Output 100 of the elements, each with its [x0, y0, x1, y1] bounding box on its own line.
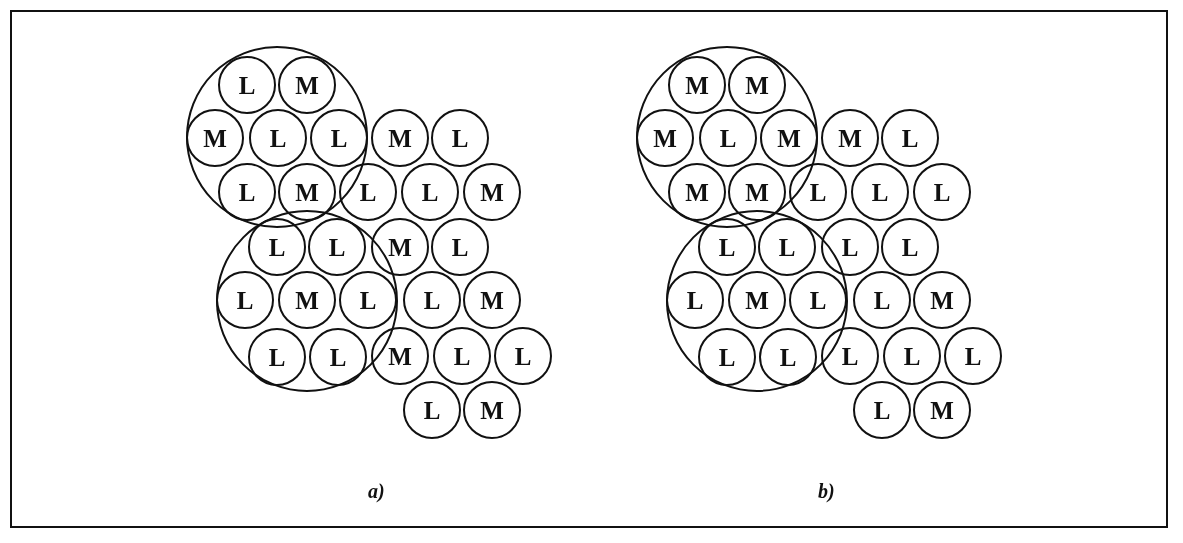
letter: L — [901, 125, 919, 151]
letter: M — [480, 179, 504, 205]
letter: L — [809, 287, 827, 313]
circle — [278, 271, 336, 329]
circle — [463, 271, 521, 329]
circle — [278, 163, 336, 221]
letter: L — [903, 343, 921, 369]
circle — [759, 328, 817, 386]
circle — [186, 109, 244, 167]
circle — [853, 381, 911, 439]
circle — [431, 218, 489, 276]
letter: L — [330, 125, 348, 151]
circle — [218, 56, 276, 114]
letter: L — [871, 179, 889, 205]
letter: M — [388, 125, 412, 151]
letter: L — [933, 179, 951, 205]
circle — [789, 271, 847, 329]
letter: L — [328, 234, 346, 260]
circle — [913, 271, 971, 329]
circle — [913, 163, 971, 221]
letter: L — [238, 179, 256, 205]
letter: L — [236, 287, 254, 313]
circle — [248, 328, 306, 386]
letter: L — [841, 234, 859, 260]
letter: L — [873, 397, 891, 423]
circle — [463, 381, 521, 439]
letter: M — [388, 234, 412, 260]
letter: M — [745, 287, 769, 313]
letter: M — [685, 72, 709, 98]
circle — [339, 163, 397, 221]
circle — [758, 218, 816, 276]
letter: L — [453, 343, 471, 369]
circle — [699, 109, 757, 167]
letter: M — [685, 179, 709, 205]
circle — [698, 328, 756, 386]
circle — [821, 218, 879, 276]
circle — [371, 327, 429, 385]
circle — [760, 109, 818, 167]
circle — [821, 327, 879, 385]
circle — [851, 163, 909, 221]
circle — [853, 271, 911, 329]
circle — [728, 163, 786, 221]
circle — [789, 163, 847, 221]
circle — [433, 327, 491, 385]
circle — [944, 327, 1002, 385]
letter: L — [719, 125, 737, 151]
letter: M — [295, 179, 319, 205]
letter: M — [480, 397, 504, 423]
letter: L — [841, 343, 859, 369]
letter: L — [809, 179, 827, 205]
circle — [371, 109, 429, 167]
letter: M — [653, 125, 677, 151]
circle — [463, 163, 521, 221]
circle — [216, 271, 274, 329]
circle — [371, 218, 429, 276]
letter: M — [295, 287, 319, 313]
circle — [636, 109, 694, 167]
letter: L — [718, 234, 736, 260]
circle — [218, 163, 276, 221]
letter: L — [779, 344, 797, 370]
circle — [668, 163, 726, 221]
letter: M — [838, 125, 862, 151]
letter: L — [451, 125, 469, 151]
letter: L — [451, 234, 469, 260]
letter: L — [964, 343, 982, 369]
letter: L — [359, 287, 377, 313]
circle — [728, 56, 786, 114]
letter: L — [421, 179, 439, 205]
circle — [248, 218, 306, 276]
letter: L — [238, 72, 256, 98]
circle — [308, 218, 366, 276]
circle — [881, 218, 939, 276]
letter: M — [480, 287, 504, 313]
circle — [666, 271, 724, 329]
letter: L — [901, 234, 919, 260]
letter: M — [777, 125, 801, 151]
circle — [668, 56, 726, 114]
letter: M — [295, 72, 319, 98]
circle — [728, 271, 786, 329]
letter: L — [873, 287, 891, 313]
panel-caption: a) — [368, 480, 385, 503]
letter: M — [203, 125, 227, 151]
circle — [403, 381, 461, 439]
letter: L — [686, 287, 704, 313]
circle — [403, 271, 461, 329]
circle — [698, 218, 756, 276]
letter: L — [269, 125, 287, 151]
circle — [913, 381, 971, 439]
circle — [821, 109, 879, 167]
letter: M — [930, 397, 954, 423]
letter: M — [745, 72, 769, 98]
letter: M — [388, 343, 412, 369]
circle — [310, 109, 368, 167]
letter: L — [423, 397, 441, 423]
letter: L — [268, 344, 286, 370]
circle — [249, 109, 307, 167]
letter: L — [718, 344, 736, 370]
letter: L — [268, 234, 286, 260]
panel-caption: b) — [818, 480, 835, 503]
circle — [883, 327, 941, 385]
